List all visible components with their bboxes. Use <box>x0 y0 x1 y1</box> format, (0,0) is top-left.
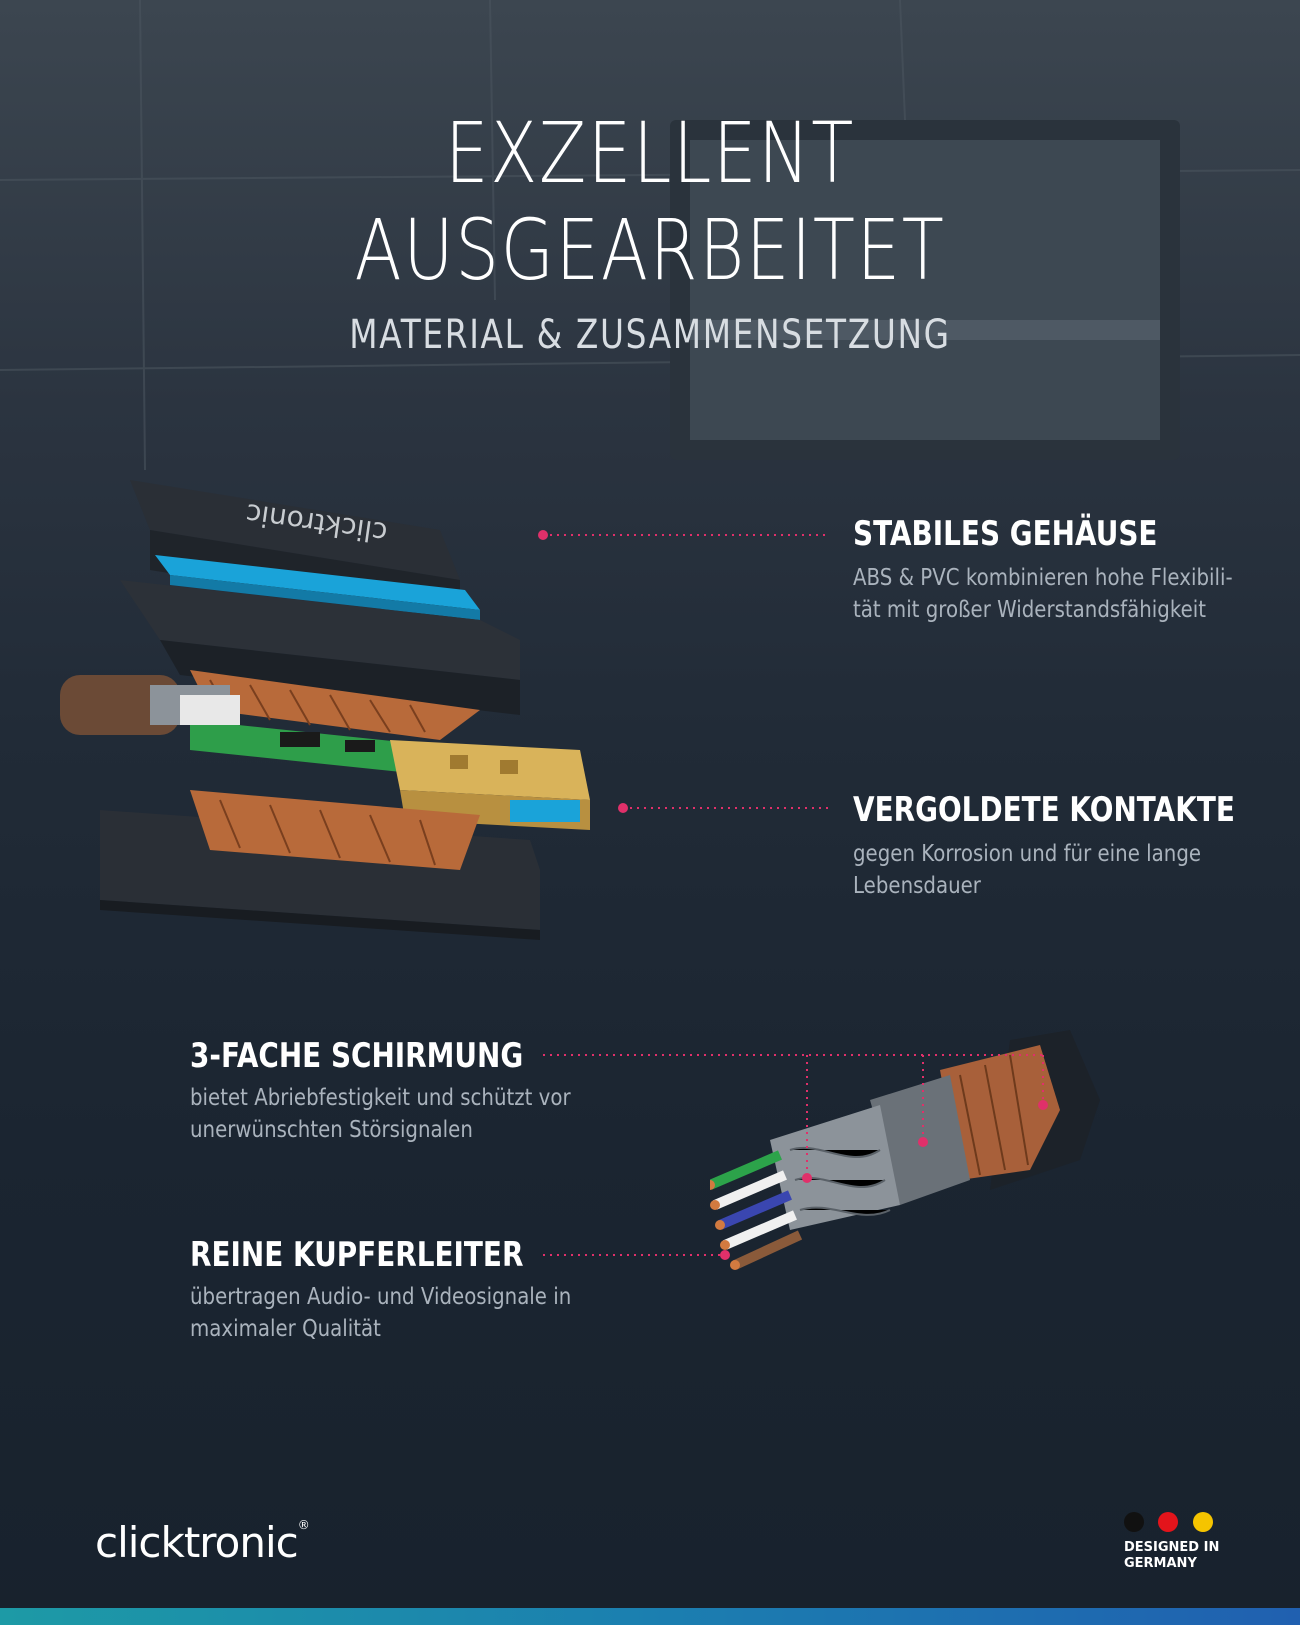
feature-desc-conductors: übertragen Audio- und Videosignale in ma… <box>190 1284 572 1342</box>
callout-dot-housing <box>538 530 548 540</box>
feature-title-shielding: 3-FACHE SCHIRMUNG <box>190 1036 524 1076</box>
feature-title-conductors: REINE KUPFERLEITER <box>190 1235 524 1275</box>
brand-logo: clicktronic® <box>95 1518 310 1567</box>
feature-title-housing: STABILES GEHÄUSE <box>853 514 1158 554</box>
trademark-symbol: ® <box>297 1518 310 1532</box>
flag-dot-black <box>1124 1512 1144 1532</box>
usb-connector-exploded-illustration: clicktronic <box>60 480 590 940</box>
copper-conductors <box>710 1150 803 1270</box>
callout-dot-shield-outer <box>1038 1100 1048 1110</box>
designed-in-germany-badge: DESIGNED IN GERMANY <box>1124 1540 1220 1571</box>
feature-desc-housing: ABS & PVC kombinieren hohe Flexibili- tä… <box>853 565 1233 623</box>
bottom-accent-bar <box>0 1608 1300 1625</box>
monitor-backdrop <box>670 120 1180 460</box>
callout-dot-shield-inner <box>802 1173 812 1183</box>
flag-dot-gold <box>1192 1512 1213 1532</box>
headline-line1: EXZELLENT <box>444 104 856 202</box>
pcb <box>180 695 430 775</box>
callout-dot-shield-middle <box>918 1137 928 1147</box>
feature-desc-contacts: gegen Korrosion und für eine lange Leben… <box>853 841 1202 899</box>
callout-dot-contacts <box>618 803 628 813</box>
housing-lower-shell <box>100 790 540 940</box>
feature-desc-shielding: bietet Abriebfestigkeit und schützt vor … <box>190 1085 571 1143</box>
headline-subtitle: MATERIAL & ZUSAMMENSETZUNG <box>349 312 951 358</box>
blue-frame <box>155 555 480 620</box>
feature-title-contacts: VERGOLDETE KONTAKTE <box>853 790 1235 830</box>
flag-dot-red <box>1158 1512 1179 1532</box>
callout-dot-conductors <box>720 1250 730 1260</box>
housing-upper-shell <box>120 580 520 715</box>
headline-line2: AUSGEARBEITET <box>354 201 946 299</box>
cable-cross-section-illustration <box>710 1030 1100 1270</box>
flag-dots <box>1124 1512 1223 1537</box>
